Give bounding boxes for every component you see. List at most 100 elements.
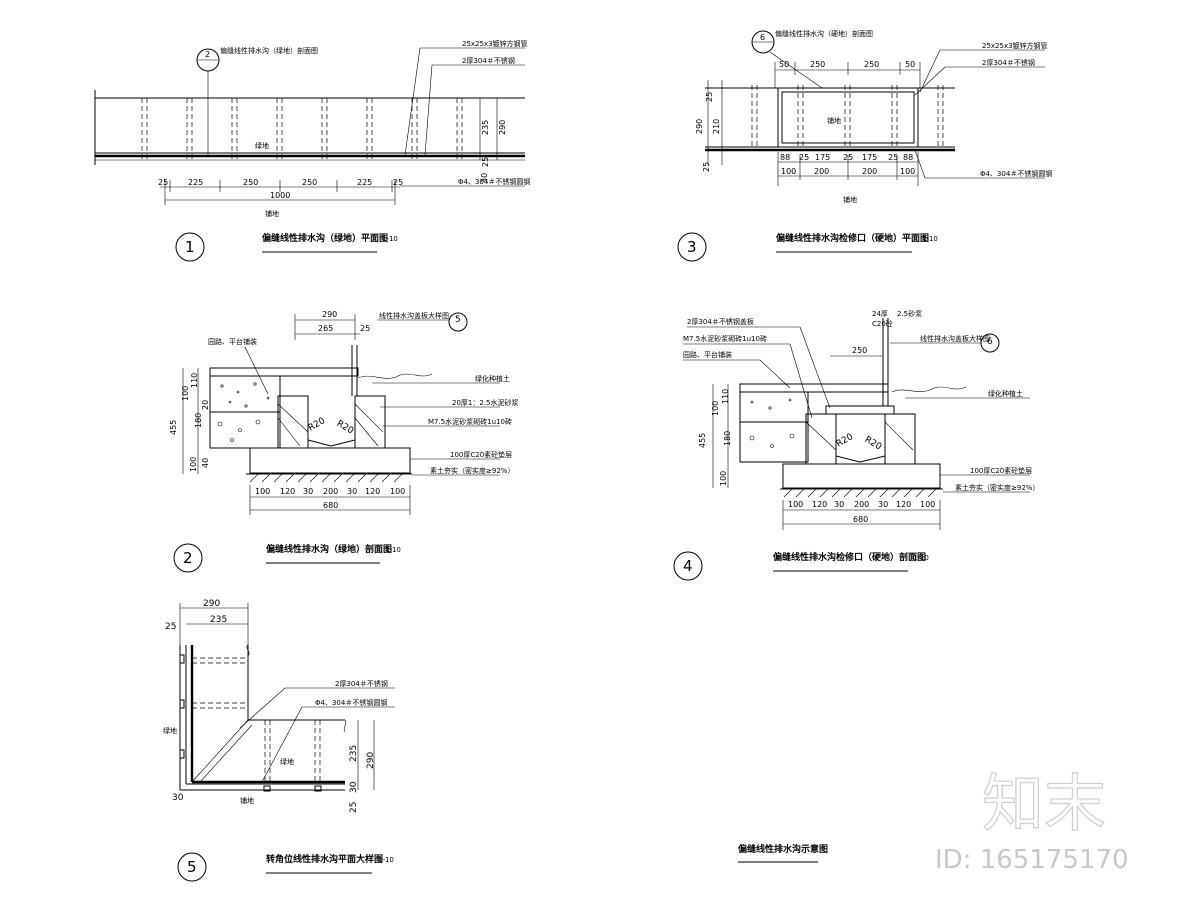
d2-radius-b: R20 bbox=[335, 419, 356, 437]
d4-number: 4 bbox=[683, 557, 693, 575]
d4-bdim-2: 30 bbox=[834, 500, 844, 509]
d1-callout-b: 2厚304＃不锈钢 bbox=[462, 56, 515, 65]
watermark-id: ID: 165175170 bbox=[935, 845, 1129, 875]
d3-scale: 1-10 bbox=[922, 235, 938, 243]
d5-vdim-30: 30 bbox=[349, 781, 359, 793]
d4-radius-a: R20 bbox=[835, 432, 856, 450]
d1-dim-225a: 225 bbox=[188, 178, 203, 187]
d2-vdim-40: 40 bbox=[201, 458, 210, 468]
d3-bdim-200b: 200 bbox=[862, 167, 877, 176]
d3-vdim-290: 290 bbox=[695, 119, 704, 134]
d2-top-290: 290 bbox=[322, 310, 337, 319]
d2-title: 偏缝线性排水沟（绿地）剖面图 bbox=[266, 543, 392, 555]
d1-ref-text: 偏缝线性排水沟（绿地）剖面图 bbox=[220, 46, 318, 55]
d2-bdim-4: 30 bbox=[347, 487, 357, 496]
d4-vdim-100b: 100 bbox=[719, 471, 728, 486]
d4-bdim-5: 120 bbox=[896, 500, 911, 509]
d1-vdim-235: 235 bbox=[481, 120, 490, 135]
d2-layer-5: 素土夯实（密实度≥92%） bbox=[430, 466, 514, 475]
d5-vdim-290: 290 bbox=[366, 752, 376, 769]
d5-scale: 1-10 bbox=[378, 856, 394, 864]
d3-bdim-25a: 25 bbox=[799, 153, 809, 162]
d3-callout-a: 25x25x3镀锌方钢管 bbox=[982, 41, 1048, 50]
d2-layer-3: M7.5水泥砂浆砌砖1u10砖 bbox=[428, 417, 512, 426]
d3-bdim-175b: 175 bbox=[862, 153, 877, 162]
d2-bdim-3: 200 bbox=[323, 487, 338, 496]
d2-layer-4: 100厚C20素砼垫层 bbox=[450, 450, 512, 459]
d3-bdim-100a: 100 bbox=[781, 167, 796, 176]
d1-dim-total: 1000 bbox=[270, 191, 290, 200]
d3-tiny-b: 铺地 bbox=[843, 195, 857, 204]
d2-layer-0: 园路、平台铺装 bbox=[208, 337, 257, 346]
d3-vdim-210: 210 bbox=[712, 119, 721, 134]
d4-total: 680 bbox=[853, 515, 868, 524]
d1-tiny-a: 绿地 bbox=[255, 141, 269, 150]
d2-top-265: 265 bbox=[318, 324, 333, 333]
d4-scale: 1-10 bbox=[913, 554, 929, 562]
d5-dim-290: 290 bbox=[203, 599, 220, 609]
d4-title: 偏缝线性排水沟检修口（硬地）剖面图 bbox=[773, 551, 926, 563]
d5-vdim-25: 25 bbox=[349, 802, 359, 813]
d3-bdim-25c: 25 bbox=[888, 153, 898, 162]
d2-number: 2 bbox=[183, 549, 193, 567]
d2-bdim-2: 30 bbox=[303, 487, 313, 496]
d3-bdim-88a: 88 bbox=[780, 153, 790, 162]
d2-ref-text: 线性排水沟盖板大样图 bbox=[379, 311, 449, 320]
d4-bdim-1: 120 bbox=[812, 500, 827, 509]
d3-top-50a: 50 bbox=[779, 60, 789, 69]
d3-bdim-175a: 175 bbox=[815, 153, 830, 162]
d1-ref-tag: 2 bbox=[205, 50, 210, 59]
drawing-2-section: R20 R20 290 265 25 5 线性排水沟盖板大样图 园路、平台铺装 … bbox=[169, 310, 519, 573]
d4-topdim-250: 250 bbox=[852, 346, 867, 355]
d2-bdim-5: 120 bbox=[365, 487, 380, 496]
d3-vdim-25b: 25 bbox=[702, 162, 711, 172]
d3-top-250a: 250 bbox=[810, 60, 825, 69]
d4-callout-1: M7.5水泥砂浆砌砖1u10砖 bbox=[683, 334, 767, 343]
d1-posts bbox=[141, 98, 463, 160]
d2-vdim-100a: 100 bbox=[181, 386, 190, 401]
d4-layer-0: 绿化种植土 bbox=[988, 389, 1023, 398]
d5-callout-b: Φ4、304＃不锈钢圆钢 bbox=[315, 698, 387, 707]
d4-vdim-110: 110 bbox=[721, 389, 730, 404]
d5-tiny-a2: 绿地 bbox=[280, 757, 294, 766]
d2-layer-1: 绿化种植土 bbox=[475, 374, 510, 383]
d3-number: 3 bbox=[687, 238, 697, 256]
d1-vdim-25: 25 bbox=[481, 157, 490, 167]
d4-ref-text: 线性排水沟盖板大样图 bbox=[920, 334, 990, 343]
d5-dim-30: 30 bbox=[172, 793, 184, 803]
d3-vdim-25a: 25 bbox=[705, 92, 714, 102]
d5-number: 5 bbox=[187, 858, 197, 876]
overview: 偏缝线性排水沟示意图 bbox=[738, 843, 828, 863]
d5-vdim-235: 235 bbox=[349, 745, 359, 762]
d4-layer-2: 素土夯实（密实度≥92%） bbox=[955, 483, 1039, 492]
d1-title: 偏缝线性排水沟（绿地）平面图 bbox=[262, 232, 388, 244]
d1-dim-25b: 25 bbox=[393, 178, 403, 187]
d5-dim-25: 25 bbox=[165, 622, 176, 632]
drawing-3-plan: 铺地 6 偏缝线性排水沟（硬地）剖面图 25x25x3镀锌方钢管 2厚304＃不… bbox=[677, 29, 1052, 262]
d3-callout-b: 2厚304＃不锈钢 bbox=[982, 58, 1035, 67]
d3-title: 偏缝线性排水沟检修口（硬地）平面图 bbox=[776, 232, 929, 244]
d4-ref-tag: 6 bbox=[987, 337, 993, 347]
d3-callout-c: Φ4、304＃不锈钢圆钢 bbox=[980, 169, 1052, 178]
d2-scale: 1-10 bbox=[385, 546, 401, 554]
d1-dim-25a: 25 bbox=[158, 178, 168, 187]
d2-bdim-0: 100 bbox=[255, 487, 270, 496]
drawing-5-corner: 290 25 235 235 290 30 25 30 2厚304＃不锈钢 Φ4… bbox=[163, 599, 395, 882]
d5-tiny-b: 铺地 bbox=[240, 796, 254, 805]
d5-title: 转角位线性排水沟平面大样图 bbox=[266, 853, 383, 865]
drawing-1-plan: 2 偏缝线性排水沟（绿地）剖面图 25x25x3镀锌方钢管 2厚304＃不锈钢 … bbox=[94, 39, 530, 262]
d4-topdim-1: 2.5砂浆 bbox=[897, 309, 922, 318]
d3-top-50b: 50 bbox=[905, 60, 915, 69]
d1-dim-250b: 250 bbox=[302, 178, 317, 187]
watermark: 知末 ID: 165175170 bbox=[935, 766, 1129, 875]
d1-scale: 1-10 bbox=[382, 235, 398, 243]
d1-dim-225b: 225 bbox=[357, 178, 372, 187]
d2-bdim-6: 100 bbox=[390, 487, 405, 496]
d3-ref-text: 偏缝线性排水沟（硬地）剖面图 bbox=[775, 29, 873, 38]
d4-callout-0: 2厚304＃不锈钢盖板 bbox=[687, 317, 754, 326]
d5-callout-a: 2厚304＃不锈钢 bbox=[335, 679, 388, 688]
d2-vdim-110: 110 bbox=[190, 373, 199, 388]
watermark-brand: 知末 bbox=[982, 767, 1106, 840]
d2-total: 680 bbox=[323, 501, 338, 510]
d5-dim-235: 235 bbox=[210, 615, 227, 625]
